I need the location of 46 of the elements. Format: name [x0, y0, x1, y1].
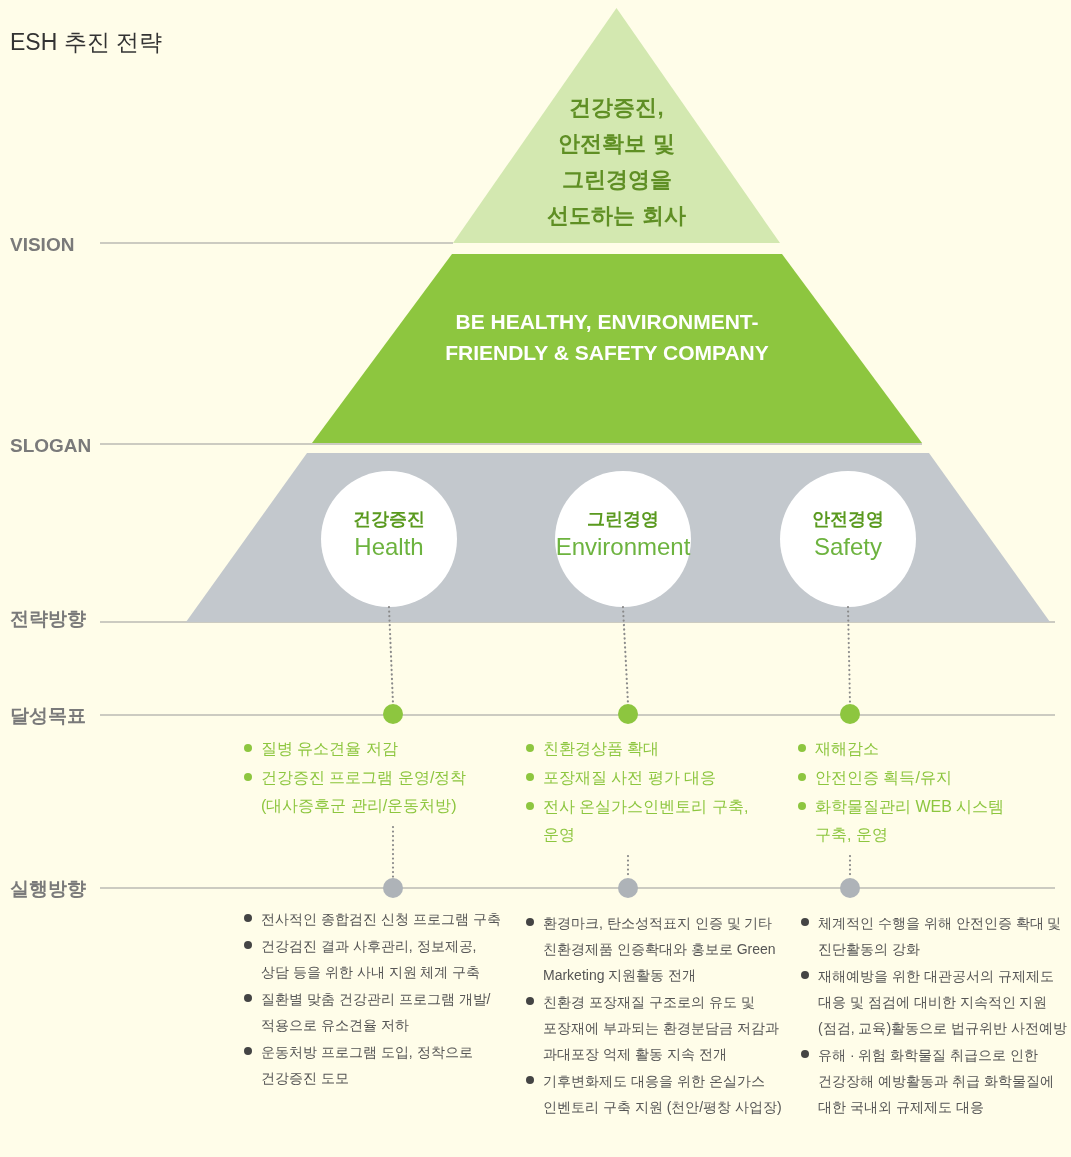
circle-label: Environment [555, 533, 691, 561]
vision-triangle [453, 8, 780, 243]
row-label: VISION [10, 233, 75, 257]
bullet-text: 환경마크, 탄소성적표지 인증 및 기타 친환경제품 인증확대와 홍보로 Green Marketing 지원활동 전개 [543, 914, 777, 985]
bullet-text: 질환별 맞춤 건강관리 프로그램 개발/적용으로 유소견율 저하 [261, 990, 492, 1035]
slogan-band [312, 254, 922, 443]
bullet-text: 재해예방을 위한 대관공서의 규제제도 대응 및 점검에 대비한 지속적인 지원 (점검, 교육)활동으로 법규위반 사전예방 [818, 967, 1068, 1038]
row-label: 전략방향 [10, 607, 86, 631]
circle-heading: 건강증진 [352, 508, 426, 531]
row-label: 실행방향 [10, 877, 86, 901]
milestone-dot [840, 878, 860, 898]
bullet-text: 전사 온실가스인벤토리 구축, 운영 [543, 797, 750, 845]
milestone-dot [383, 704, 403, 724]
bullet-text: 친환경 포장재질 구조로의 유도 및 포장재에 부과되는 환경분담금 저감과 과대포장 억제 활동 지속 전개 [543, 993, 780, 1064]
circle-heading: 그린경영 [586, 508, 660, 531]
row-label: SLOGAN [10, 434, 92, 458]
bullet-text: 안전인증 획득/유지 [815, 768, 953, 788]
circle-heading: 안전경영 [811, 508, 885, 531]
milestone-dot [618, 704, 638, 724]
bullet-text: 체계적인 수행을 위해 안전인증 확대 및 진단활동의 강화 [818, 914, 1063, 959]
bullet-text: 재해감소 [815, 739, 880, 759]
bullet-text: 건강검진 결과 사후관리, 정보제공, 상담 등을 위한 사내 지원 체계 구축 [261, 937, 482, 982]
milestone-dot [840, 704, 860, 724]
circle-label: Safety [812, 533, 883, 561]
dotted-connector [846, 605, 852, 706]
row-label: 달성목표 [10, 704, 86, 728]
bullet-text: 건강증진 프로그램 운영/정착 (대사증후군 관리/운동처방) [261, 768, 468, 816]
bullet-text: 유해 · 위험 화학물질 취급으로 인한 건강장해 예방활동과 취급 화학물질에 대한 국내외 규제제도 대응 [818, 1046, 1055, 1117]
milestone-dot [383, 878, 403, 898]
bullet-text: 기후변화제도 대응을 위한 온실가스 인벤토리 구축 지원 (천안/평창 사업장) [543, 1072, 783, 1117]
bullet-text: 화학물질관리 WEB 시스템 구축, 운영 [815, 797, 1006, 845]
bullet-text: 운동처방 프로그램 도입, 정착으로 건강증진 도모 [261, 1043, 474, 1088]
slogan-text: BE HEALTHY, ENVIRONMENT-FRIENDLY & SAFETY COMPANY [444, 309, 770, 366]
bullet-text: 친환경상품 확대 [543, 739, 661, 759]
strategy-circle [321, 471, 457, 607]
vision-text: 건강증진, 안전확보 및 그린경영을 선도하는 회사 [546, 94, 687, 230]
milestone-dot [618, 878, 638, 898]
bullet-text: 전사적인 종합검진 신청 프로그램 구축 [261, 910, 502, 929]
circle-label: Health [353, 533, 425, 561]
title: ESH 추진 전략 [10, 28, 163, 57]
bullet-text: 포장재질 사전 평가 대응 [543, 768, 718, 788]
strategy-circle [555, 471, 691, 607]
strategy-circle [780, 471, 916, 607]
dotted-connector [391, 825, 395, 880]
strategy-band [186, 453, 1050, 622]
bullet-text: 질병 유소견율 저감 [261, 739, 399, 759]
